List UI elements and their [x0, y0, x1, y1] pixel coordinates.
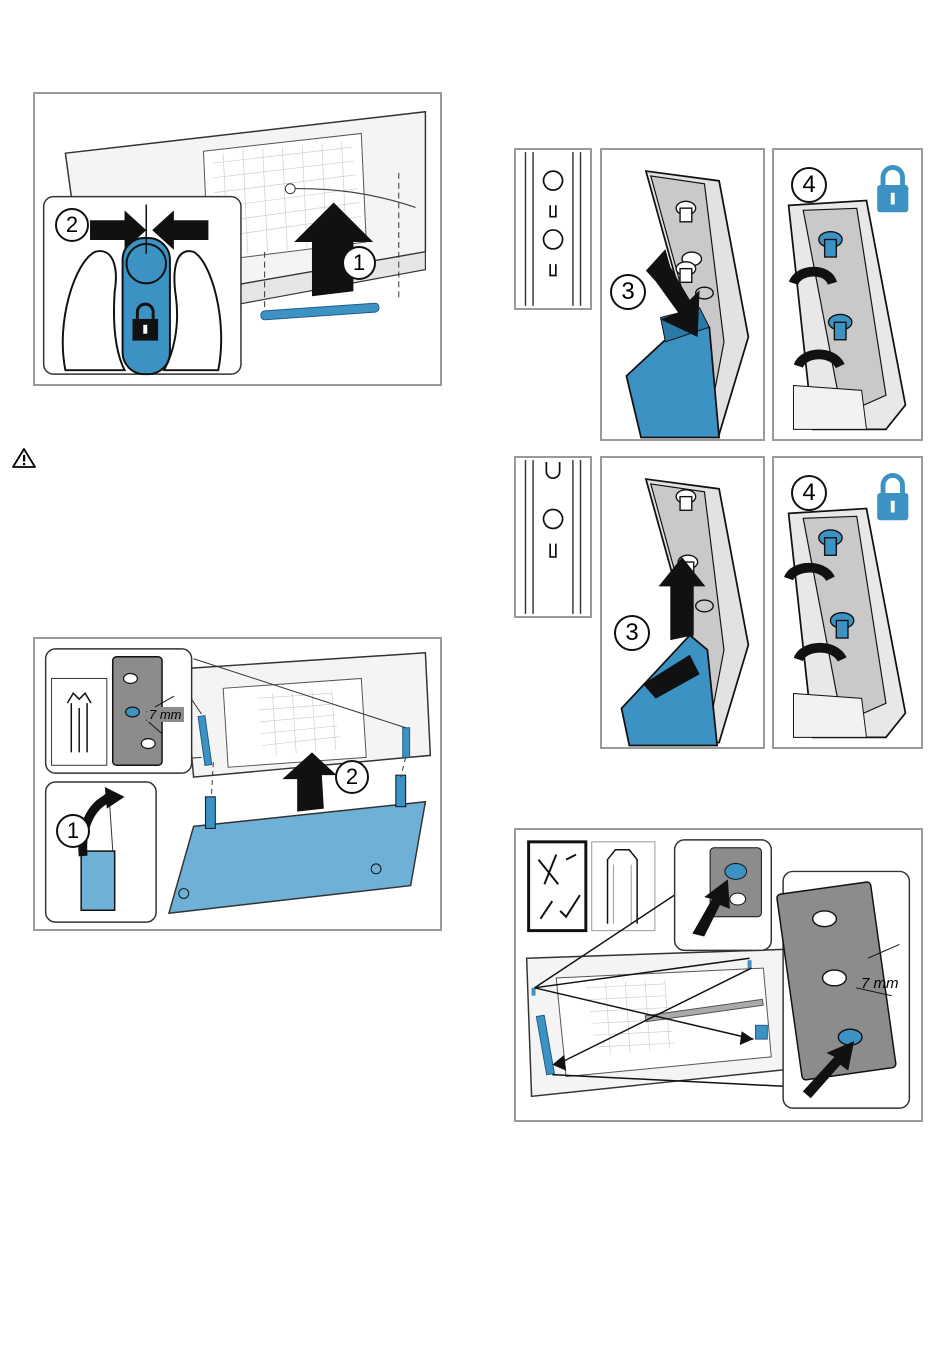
- rail-keyhole-double-drawing: [516, 150, 590, 308]
- rail-keyhole-double: [514, 148, 592, 310]
- figure-hook-on-rail: 3: [600, 148, 765, 441]
- step-label-3: 3: [614, 615, 650, 651]
- dimension-label: 7 mm: [861, 975, 899, 992]
- step-label-4: 4: [791, 167, 827, 203]
- figure-panel-mounting: 7 mm 1 2: [33, 637, 442, 931]
- step-label-1: 1: [342, 246, 376, 280]
- step-label-1: 1: [56, 814, 90, 848]
- figure-panel-mounting-drawing: [35, 639, 440, 929]
- figure-screw-setting: 7 mm: [514, 828, 923, 1122]
- step-label-3: 3: [610, 274, 646, 310]
- figure-filter-unlock-drawing: [35, 94, 440, 384]
- step-label-2: 2: [335, 760, 369, 794]
- figure-tighten-screws-2: 4: [772, 456, 923, 749]
- warning-triangle-icon: [12, 447, 36, 469]
- figure-tighten-screws: 4: [772, 148, 923, 441]
- rail-keyhole-single: [514, 456, 592, 618]
- step-label-4: 4: [791, 475, 827, 511]
- figure-hook-on-rail-2: 3: [600, 456, 765, 749]
- rail-keyhole-single-drawing: [516, 458, 590, 616]
- figure-hook-on-rail-2-drawing: [602, 458, 763, 747]
- dimension-label: 7 mm: [147, 707, 184, 722]
- step-label-2: 2: [55, 208, 89, 242]
- figure-filter-unlock: 1 2: [33, 92, 442, 386]
